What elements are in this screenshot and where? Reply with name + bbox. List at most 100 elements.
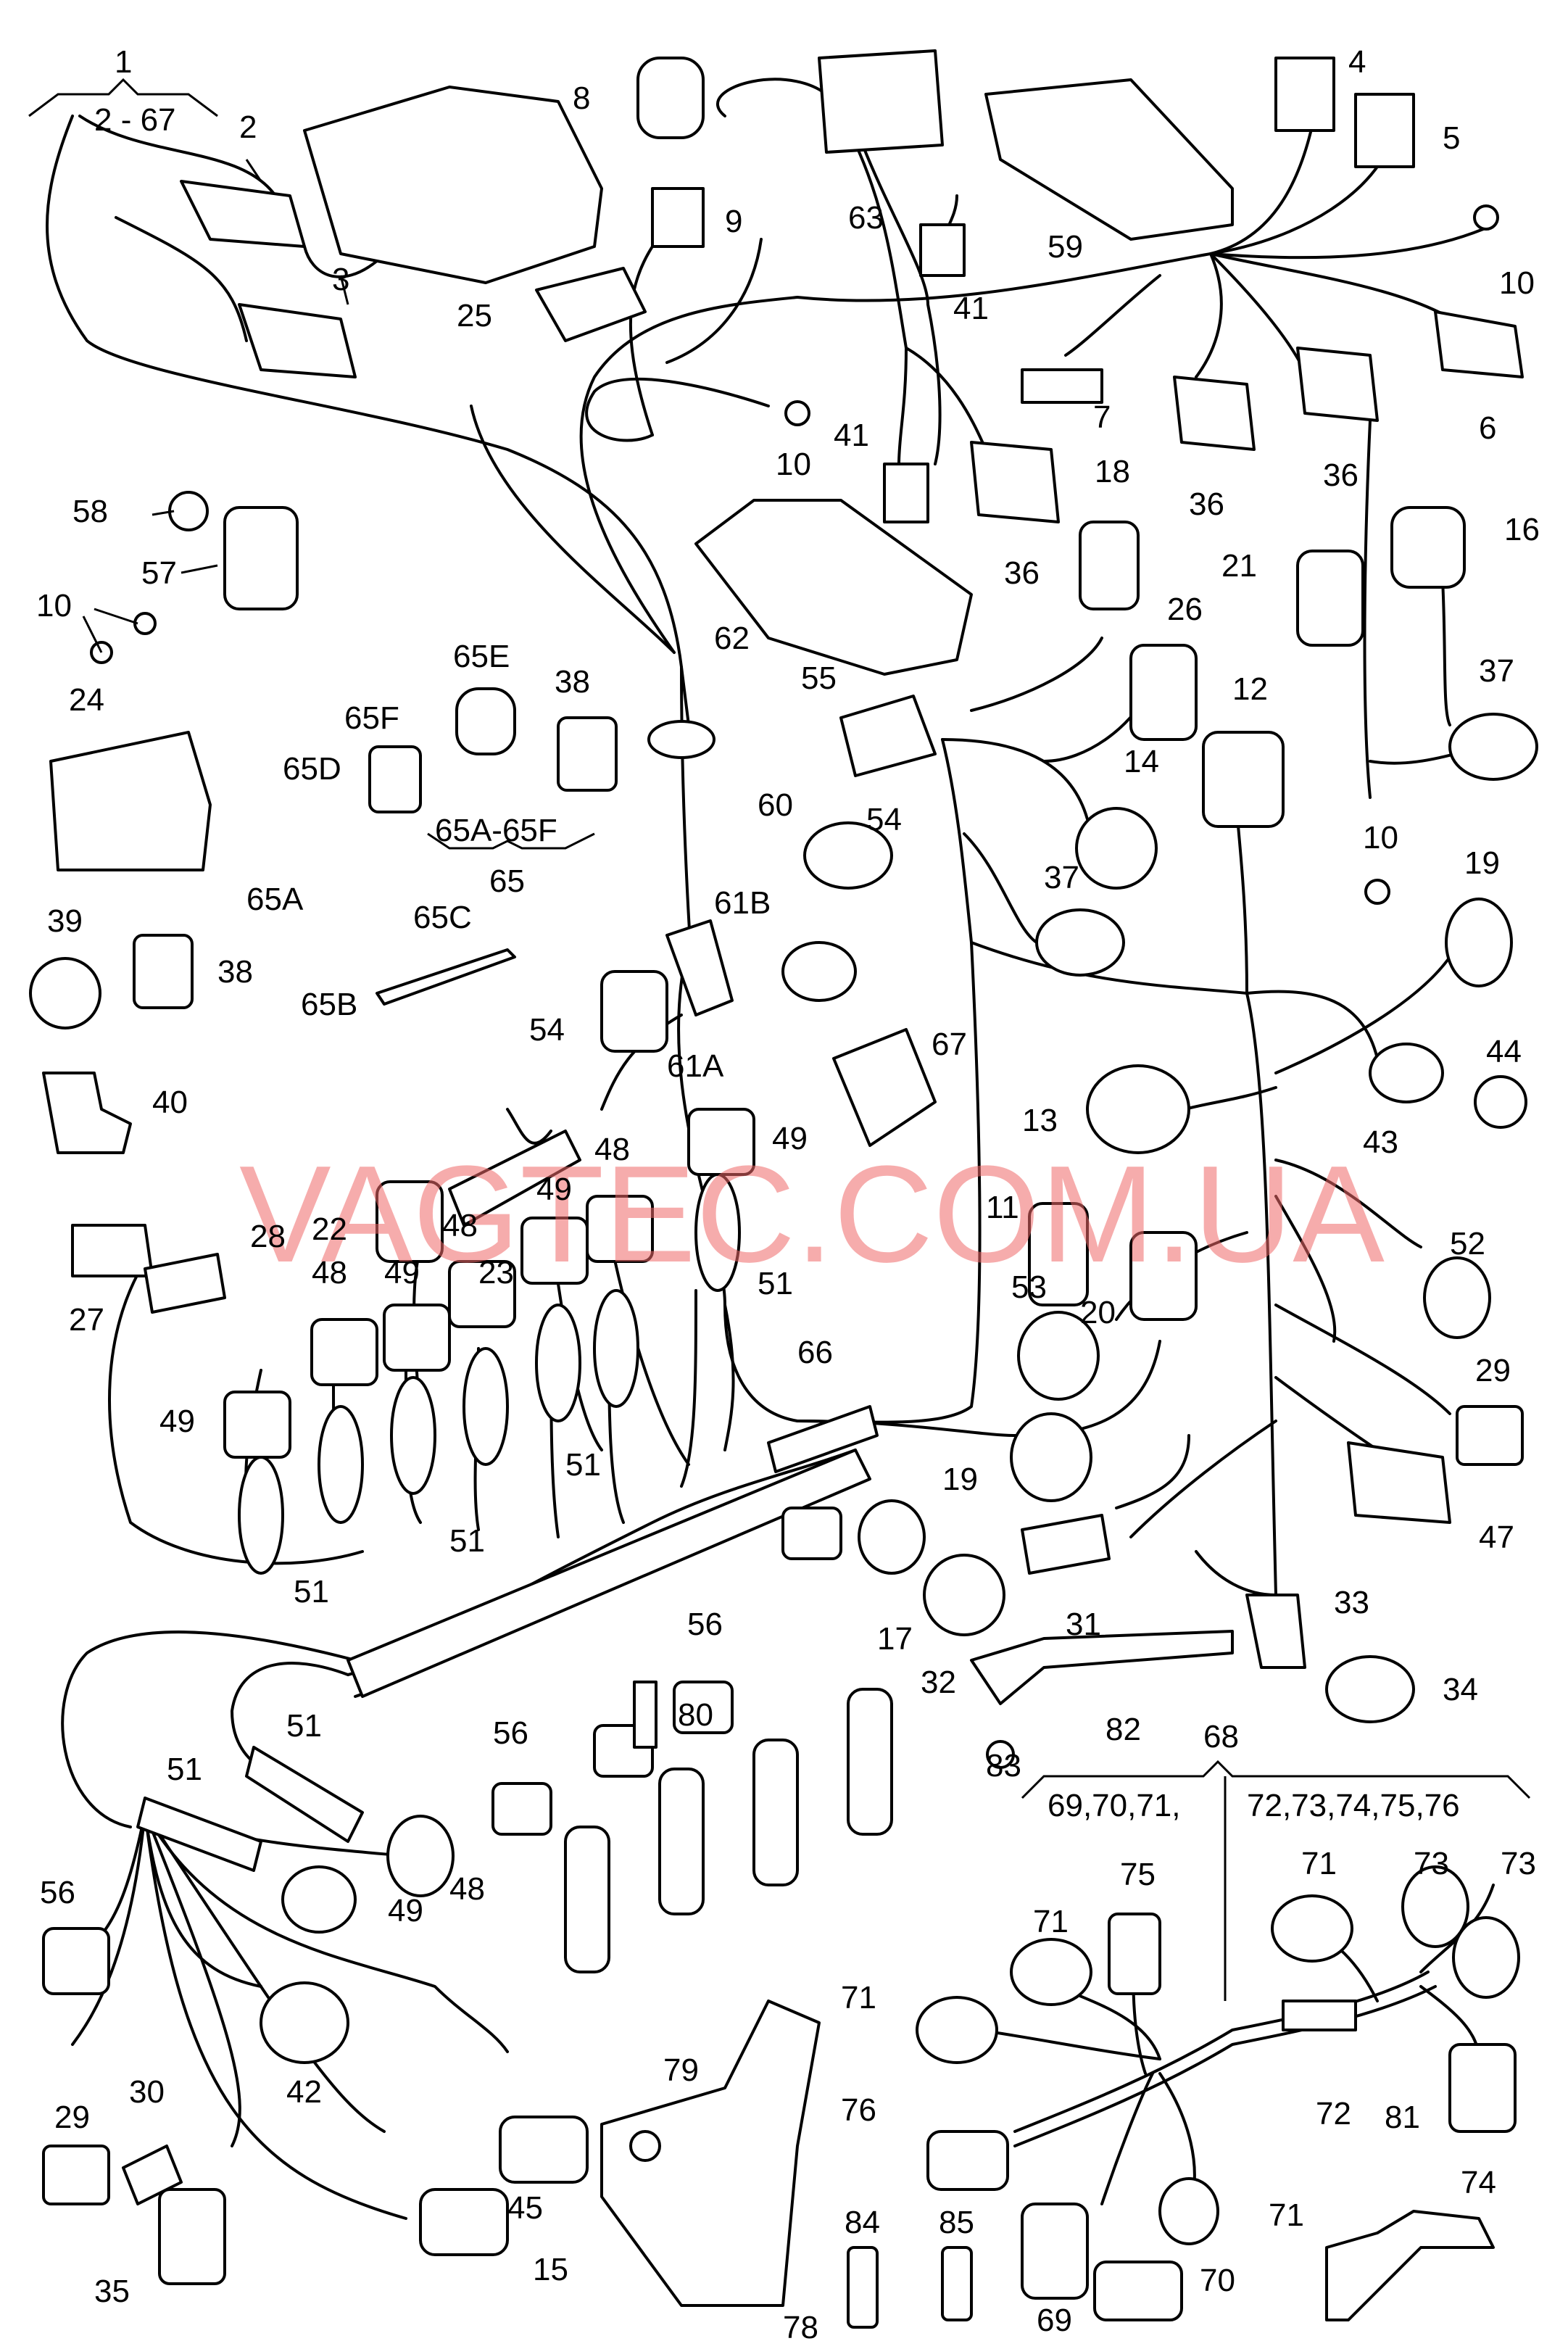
part-16-connector [1390,506,1466,589]
label-67: 67 [932,1027,967,1062]
part-70-connector [1093,2261,1183,2321]
part-73-connector-a [1401,1865,1469,1948]
label-49b: 49 [536,1172,572,1207]
part-76-connector [926,2130,1009,2191]
part-85-bolt [941,2246,973,2321]
part-10-ring-c [133,612,157,635]
label-42: 42 [286,2074,322,2110]
group-bracket-1 [28,78,218,117]
part-31-elbow [1021,1514,1111,1575]
part-41-connector-lower [883,463,929,523]
label-69: 69 [1037,2303,1072,2338]
label-71b: 71 [841,1980,876,2015]
label-79: 79 [663,2052,699,2088]
label-68-left: 69,70,71, [1048,1788,1181,1823]
part-59-relay-carrier [984,78,1234,241]
label-43: 43 [1363,1124,1398,1160]
label-51e: 51 [286,1708,322,1744]
label-70: 70 [1200,2263,1235,2298]
label-56c: 56 [40,1875,75,1910]
label-51c: 51 [449,1523,485,1559]
label-12: 12 [1232,671,1268,707]
label-21: 21 [1221,548,1257,584]
watermark: VAGTEC.COM.UA [239,1138,1385,1291]
label-76: 76 [841,2092,876,2128]
part-55-connector [839,695,937,777]
part-36-connector-b [1173,376,1256,451]
part-37-connector-b [1035,908,1125,977]
label-31: 31 [1066,1607,1101,1642]
label-5: 5 [1443,120,1460,156]
label-41b: 41 [834,418,869,453]
part-2-connector [180,180,306,248]
label-51a: 51 [758,1266,793,1301]
label-48c: 48 [312,1255,347,1290]
group-bracket-65 [427,832,595,850]
part-56-connector-a [781,1507,842,1560]
label-45: 45 [507,2190,543,2226]
label-68-right: 72,73,74,75,76 [1247,1788,1460,1823]
label-55: 55 [801,660,837,696]
label-61a: 61A [667,1048,724,1084]
part-44-connector [1474,1075,1527,1129]
part-26-connector [1129,644,1198,741]
part-48-connector-a [310,1318,378,1386]
part-52-connector [1423,1256,1491,1339]
part-28-clip [144,1253,226,1314]
part-71-connector-b [916,1996,998,2064]
part-62-cable-tray [694,499,973,676]
part-67-elbow [832,1028,937,1147]
label-80: 80 [678,1697,713,1733]
part-71-connector-c [1271,1894,1353,1963]
part-11-connector [1028,1202,1089,1306]
label-47: 47 [1479,1520,1514,1555]
part-3-connector [238,303,357,378]
label-83: 83 [986,1748,1021,1783]
part-51-boot-g [694,1173,741,1292]
part-51-boot-f [593,1289,639,1408]
label-73b: 73 [1501,1846,1536,1881]
part-30-clip [122,2145,183,2205]
label-48a: 48 [594,1132,630,1167]
label-10d: 10 [1363,820,1398,855]
label-71d: 71 [1269,2197,1304,2233]
label-81: 81 [1385,2100,1420,2135]
part-56-connector-e [42,1927,110,1995]
label-36c: 36 [1323,457,1358,493]
part-75-connector [1108,1913,1161,1995]
parts [29,49,1538,2329]
label-65c: 65C [413,900,472,935]
label-54a: 54 [866,802,902,837]
part-48-connector-c [586,1195,654,1263]
part-49-connector-b [383,1304,451,1372]
part-51-boot-e [535,1304,581,1422]
part-36-connector-c [1296,347,1379,422]
part-73-connector-b [1452,1916,1520,1999]
part-7-clip [1021,368,1103,404]
label-39: 39 [47,903,83,939]
part-69-connector [1021,2203,1089,2300]
part-19-connector-b [1010,1412,1092,1502]
label-16: 16 [1504,512,1540,547]
label-27: 27 [69,1302,104,1338]
label-30: 30 [129,2074,165,2110]
label-24: 24 [69,682,104,718]
part-51-boot-lower-b [245,1746,364,1843]
label-9: 9 [725,204,742,239]
label-38a: 38 [555,664,590,700]
label-82: 82 [1106,1712,1141,1747]
part-41-connector-upper [919,223,966,277]
part-4-connector [1274,57,1335,132]
part-61b-grommet [781,941,857,1002]
part-34-connector [1325,1655,1415,1723]
ignition-coil-a [847,1688,893,1836]
label-6: 6 [1479,410,1496,446]
label-71c: 71 [1301,1846,1337,1881]
label-57: 57 [141,555,177,591]
ignition-coil-d [564,1826,610,1973]
label-65a: 65A [246,882,304,917]
label-53: 53 [1011,1269,1047,1305]
label-72: 72 [1316,2096,1351,2131]
part-56-connector-d [491,1782,552,1836]
part-65c-cable-tie [376,948,516,1006]
